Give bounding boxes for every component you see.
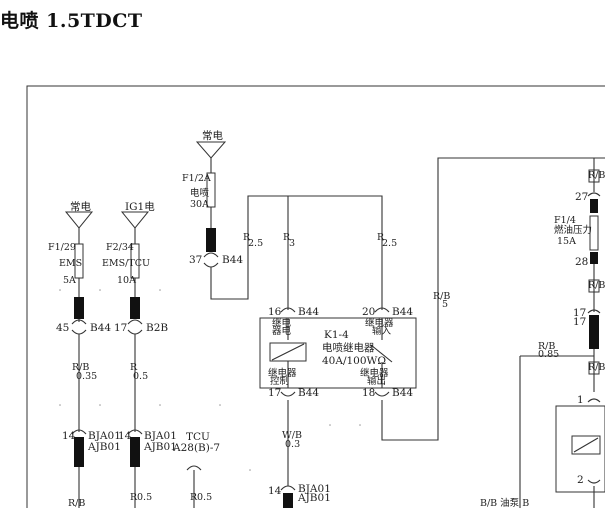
fuse-f1-2-amp: 30A <box>190 199 209 210</box>
svg-text:AJB01: AJB01 <box>143 441 177 453</box>
pin-27: 27 <box>575 191 588 203</box>
conn-bja01b: BJA01 <box>144 430 177 442</box>
power-supply-symbol <box>64 211 94 229</box>
svg-text:5: 5 <box>442 299 448 310</box>
svg-text:0.5: 0.5 <box>197 492 212 503</box>
fuse-f1-4-amp: 15A <box>557 236 576 247</box>
pin-14b: 14 <box>118 430 132 442</box>
connector-black <box>130 437 140 467</box>
svg-text:继电器: 继电器 <box>268 367 297 379</box>
grid-dots <box>59 289 361 471</box>
svg-text:器电: 器电 <box>272 325 292 337</box>
pin-16: 16 <box>268 306 282 318</box>
svg-text:R: R <box>377 232 385 243</box>
conn-bja01d: BJA01 <box>298 483 331 495</box>
connector-black <box>130 297 140 319</box>
pin-37: 37 <box>189 254 202 266</box>
conn-b2b: B2B <box>146 322 168 334</box>
pin-14a: 14 <box>62 430 76 442</box>
svg-text:控制: 控制 <box>270 375 289 387</box>
fuse-f1-29-amp: 5A <box>63 275 76 286</box>
pin-18: 18 <box>362 387 375 399</box>
svg-text:2.5: 2.5 <box>248 238 263 249</box>
svg-text:R: R <box>130 362 138 373</box>
relay-rating: 40A/100WΩ <box>322 355 386 367</box>
page-title: 电喷 1.5TDCT <box>0 10 143 32</box>
pin-28: 28 <box>575 256 588 268</box>
relay-id: K1-4 <box>324 329 349 341</box>
power-supply-symbol <box>120 211 150 229</box>
conn-b44c: B44 <box>298 306 319 318</box>
conn-b44e: B44 <box>298 387 319 399</box>
conn-b44d: B44 <box>392 306 413 318</box>
power-supply-symbol <box>195 141 227 159</box>
svg-text:R/B: R/B <box>588 362 605 373</box>
svg-text:R/B: R/B <box>68 498 85 508</box>
pin-b44: B44 <box>90 322 111 334</box>
fuse-f1-4 <box>589 215 599 251</box>
conn-bja01a: BJA01 <box>88 430 121 442</box>
fuse-f1-4-name: 燃油压力 <box>554 224 592 236</box>
svg-text:2.5: 2.5 <box>382 238 397 249</box>
svg-text:输出: 输出 <box>367 375 386 387</box>
relay-name: 电喷继电器 <box>322 341 375 354</box>
svg-text:0.85: 0.85 <box>538 349 559 360</box>
svg-text:继电: 继电 <box>272 317 292 329</box>
tcu-pin: A28(B)-7 <box>172 442 220 454</box>
pin-17b: 17 <box>268 387 281 399</box>
conn-ajb01d: AJB01 <box>297 492 331 504</box>
svg-text:R/B: R/B <box>588 280 605 291</box>
pin-45: 45 <box>56 322 69 334</box>
fuse-f2-34-amp: 10A <box>117 275 136 286</box>
fuse-f1-4-id: F1/4 <box>554 215 576 226</box>
tcu-label: TCU <box>186 431 210 443</box>
svg-text:W/B: W/B <box>282 430 302 441</box>
relay-right <box>555 405 605 493</box>
svg-text:17: 17 <box>573 316 586 328</box>
svg-text:R/B: R/B <box>433 291 450 302</box>
fuse-f1-2-name: 电喷 <box>190 187 210 199</box>
connector-black <box>74 297 84 319</box>
svg-text:R/B: R/B <box>588 170 605 181</box>
svg-text:0.35: 0.35 <box>76 371 97 382</box>
pin-20: 20 <box>362 306 375 318</box>
wire-left-label: R/B <box>72 362 89 373</box>
svg-text:R: R <box>130 492 138 503</box>
fuse-f2-34-name: EMS/TCU <box>102 258 150 269</box>
conn-b44f: B44 <box>392 387 413 399</box>
svg-text:R: R <box>190 492 198 503</box>
fuse-f1-29-id: F1/29 <box>48 242 76 253</box>
svg-text:AJB01: AJB01 <box>87 441 121 453</box>
relay-k1-4 <box>259 317 417 389</box>
conn-b44b: B44 <box>222 254 243 266</box>
fuse-f1-2-id: F1/2A <box>182 173 211 184</box>
svg-text:R/B: R/B <box>538 341 555 352</box>
pin-1: 1 <box>577 394 584 406</box>
svg-text:0.5: 0.5 <box>137 492 152 503</box>
connector-black <box>283 493 293 508</box>
svg-text:R: R <box>243 232 251 243</box>
pin-17a: 17 <box>114 322 127 334</box>
supply-label-ig1: IG1电 <box>125 200 155 213</box>
svg-text:R: R <box>283 232 291 243</box>
supply-label-changdian-mid: 常电 <box>202 129 223 142</box>
svg-text:输入: 输入 <box>372 325 392 337</box>
supply-label-changdian: 常电 <box>70 200 91 213</box>
svg-text:0.5: 0.5 <box>133 371 148 382</box>
connector-black <box>74 437 84 467</box>
svg-text:B/B 油泵 B: B/B 油泵 B <box>480 497 529 508</box>
fuse-f2-34-id: F2/34 <box>106 242 134 253</box>
svg-text:继电器: 继电器 <box>360 367 389 379</box>
svg-text:3: 3 <box>289 238 295 249</box>
diagram-frame <box>26 85 605 508</box>
fuse-f1-29-name: EMS <box>59 258 82 269</box>
connector-black <box>206 228 216 252</box>
pin-17c: 17 <box>573 307 586 319</box>
svg-text:0.3: 0.3 <box>285 439 300 450</box>
pin-14d: 14 <box>268 485 282 497</box>
svg-text:继电器: 继电器 <box>365 317 394 329</box>
pin-2: 2 <box>577 474 584 486</box>
